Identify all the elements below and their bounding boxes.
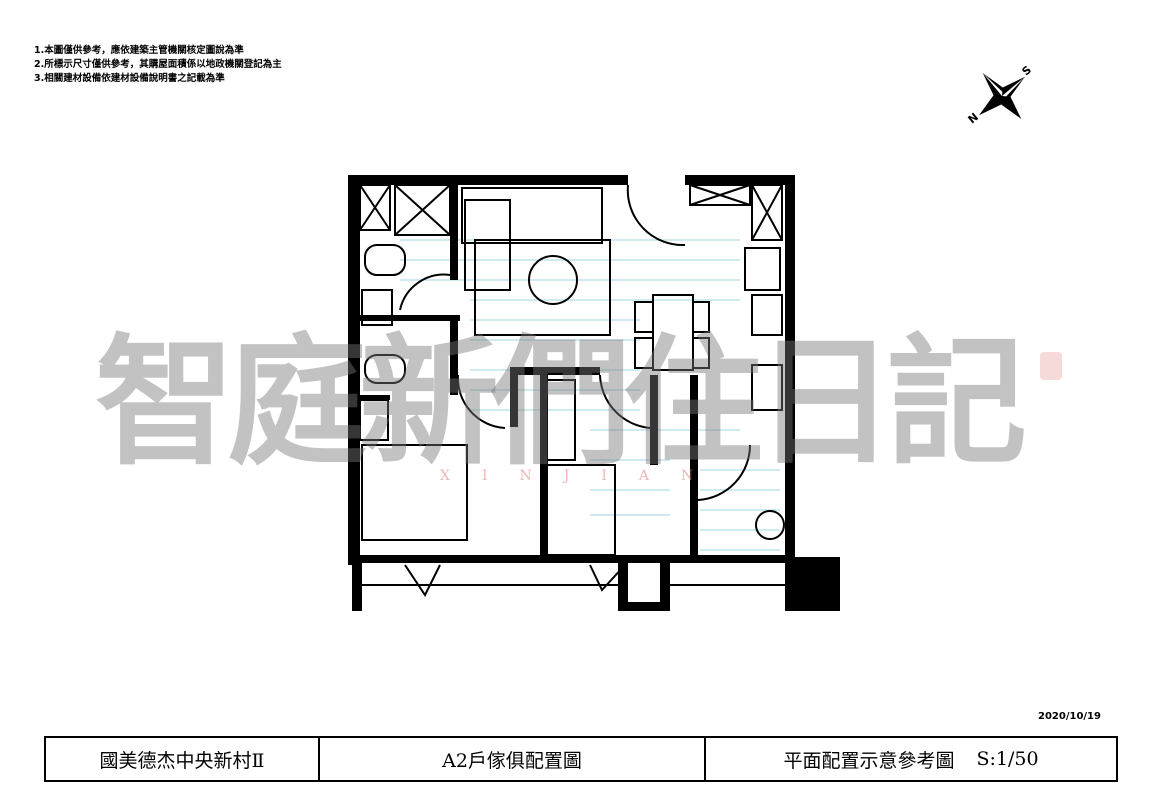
watermark-subtext: XINJIAN	[440, 468, 726, 484]
compass-south: S	[1020, 64, 1034, 78]
floor-plan	[340, 170, 850, 624]
project-name: 國美德杰中央新村Ⅱ	[46, 738, 320, 780]
drawing-description: 平面配置示意參考圖	[783, 749, 955, 772]
note-1: 1.本圖僅供參考，應依建築主管機關核定圖說為準	[34, 45, 244, 56]
title-block: 國美德杰中央新村Ⅱ A2戶傢俱配置圖 平面配置示意參考圖 S:1/50	[44, 736, 1118, 782]
notes: 1.本圖僅供參考，應依建築主管機關核定圖說為準 2.所標示尺寸僅供參考，其購屋面…	[34, 44, 282, 86]
watermark-seal	[1040, 352, 1062, 380]
drawing-date: 2020/10/19	[1038, 711, 1101, 722]
note-3: 3.相關建材設備依建材設備說明書之記載為準	[34, 73, 225, 84]
drawing-title: A2戶傢俱配置圖	[320, 738, 706, 780]
compass-icon: S N	[966, 63, 1066, 138]
drawing-scale: S:1/50	[976, 748, 1039, 770]
description-cell: 平面配置示意參考圖 S:1/50	[706, 738, 1116, 780]
compass-north: N	[966, 110, 981, 126]
note-2: 2.所標示尺寸僅供參考，其購屋面積係以地政機關登記為主	[34, 59, 282, 70]
